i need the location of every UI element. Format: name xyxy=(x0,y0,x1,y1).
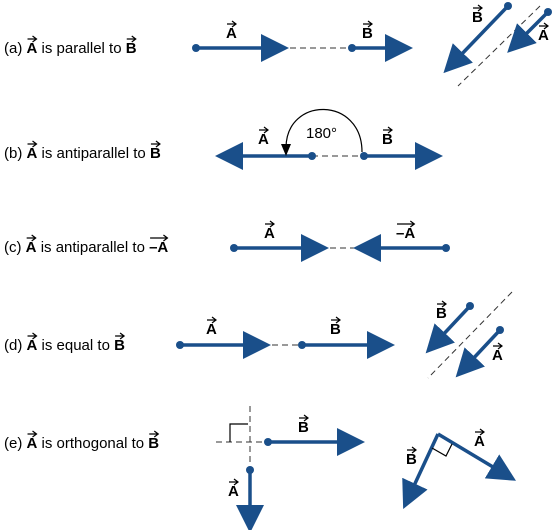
row-c-vector-a-label: A xyxy=(264,225,275,242)
vector-overbar-arrow xyxy=(207,316,217,324)
row-e-vector-b-label: B xyxy=(298,419,309,436)
row-b-vector-a-label: A xyxy=(258,131,269,148)
row-d-diag-vector-b-label: B xyxy=(436,305,447,322)
row-e-diag-vector-b xyxy=(402,433,440,510)
vector-overbar-arrow xyxy=(397,220,416,228)
vector-overbar-arrow xyxy=(27,35,38,43)
row-d-vector-a-label: A xyxy=(206,321,217,338)
row-a-diag-vector-a xyxy=(507,10,550,53)
row-c: (c) A is antiparallel to –A A –A xyxy=(4,225,450,262)
row-a-vector-b-label: B xyxy=(362,25,373,42)
vector-overbar-arrow xyxy=(27,140,38,148)
vector-overbar-arrow xyxy=(27,332,38,340)
vector-overbar-arrow xyxy=(383,126,393,134)
row-a-diag-vector-b xyxy=(443,4,510,74)
vector-overbar-arrow xyxy=(473,4,483,12)
vector-overbar-arrow xyxy=(26,234,37,242)
row-e-diag-vector-a-label: A xyxy=(474,433,485,450)
row-d-diag-vector-a-label: A xyxy=(492,347,503,364)
row-e-right-angle-mark xyxy=(229,423,248,442)
row-a: (a) A is parallel to B A B B A xyxy=(4,2,552,87)
row-a-vector-a-label: A xyxy=(226,25,237,42)
row-d-caption: (d) A is equal to B xyxy=(4,337,125,354)
row-e: (e) A is orthogonal to B B A B A xyxy=(4,406,517,530)
vector-overbar-arrow xyxy=(126,35,137,43)
row-d-diag-vector-a xyxy=(455,328,502,378)
vector-overbar-arrow xyxy=(229,478,239,486)
row-c-caption: (c) A is antiparallel to –A xyxy=(4,239,168,256)
vector-overbar-arrow xyxy=(331,316,341,324)
vector-overbar-arrow xyxy=(259,126,269,134)
vector-overbar-arrow xyxy=(149,430,160,438)
row-d-vector-b-label: B xyxy=(330,321,341,338)
row-e-caption: (e) A is orthogonal to B xyxy=(4,435,159,452)
vector-overbar-arrow xyxy=(407,446,417,454)
row-b-caption: (b) A is antiparallel to B xyxy=(4,145,161,162)
row-b-vector-b-label: B xyxy=(382,131,393,148)
row-d: (d) A is equal to B A B B A xyxy=(4,291,513,379)
vector-overbar-arrow xyxy=(363,20,373,28)
row-e-diag-vector-a xyxy=(437,432,517,481)
row-d-diagonal-dashed-line xyxy=(427,291,513,379)
vector-overbar-arrow xyxy=(539,22,549,30)
vector-overbar-arrow xyxy=(265,220,275,228)
vector-overbar-arrow xyxy=(437,300,447,308)
row-b-angle-label: 180° xyxy=(306,125,337,142)
vector-overbar-arrow xyxy=(493,342,503,350)
row-a-diag-vector-b-label: B xyxy=(472,9,483,26)
row-a-caption: (a) A is parallel to B xyxy=(4,40,137,57)
row-d-diag-vector-b xyxy=(425,304,472,354)
vector-overbar-arrow xyxy=(150,140,161,148)
row-b-angle-arc-arrowhead xyxy=(281,144,291,156)
vector-overbar-arrow xyxy=(475,428,485,436)
row-e-diag-vector-b-label: B xyxy=(406,451,417,468)
vector-overbar-arrow xyxy=(27,430,38,438)
row-b: (b) A is antiparallel to B A B 180° xyxy=(4,108,443,170)
vector-overbar-arrow xyxy=(227,20,237,28)
row-e-vector-a-label: A xyxy=(228,483,239,500)
row-a-diag-vector-a-label: A xyxy=(538,27,549,44)
vector-overbar-arrow xyxy=(299,414,309,422)
vector-overbar-arrow xyxy=(115,332,126,340)
row-c-vector-neg-a-label: –A xyxy=(396,225,415,242)
row-b-angle-arc xyxy=(285,108,363,153)
row-e-diag-right-angle-mark xyxy=(431,443,453,457)
vector-overbar-arrow xyxy=(150,234,169,242)
